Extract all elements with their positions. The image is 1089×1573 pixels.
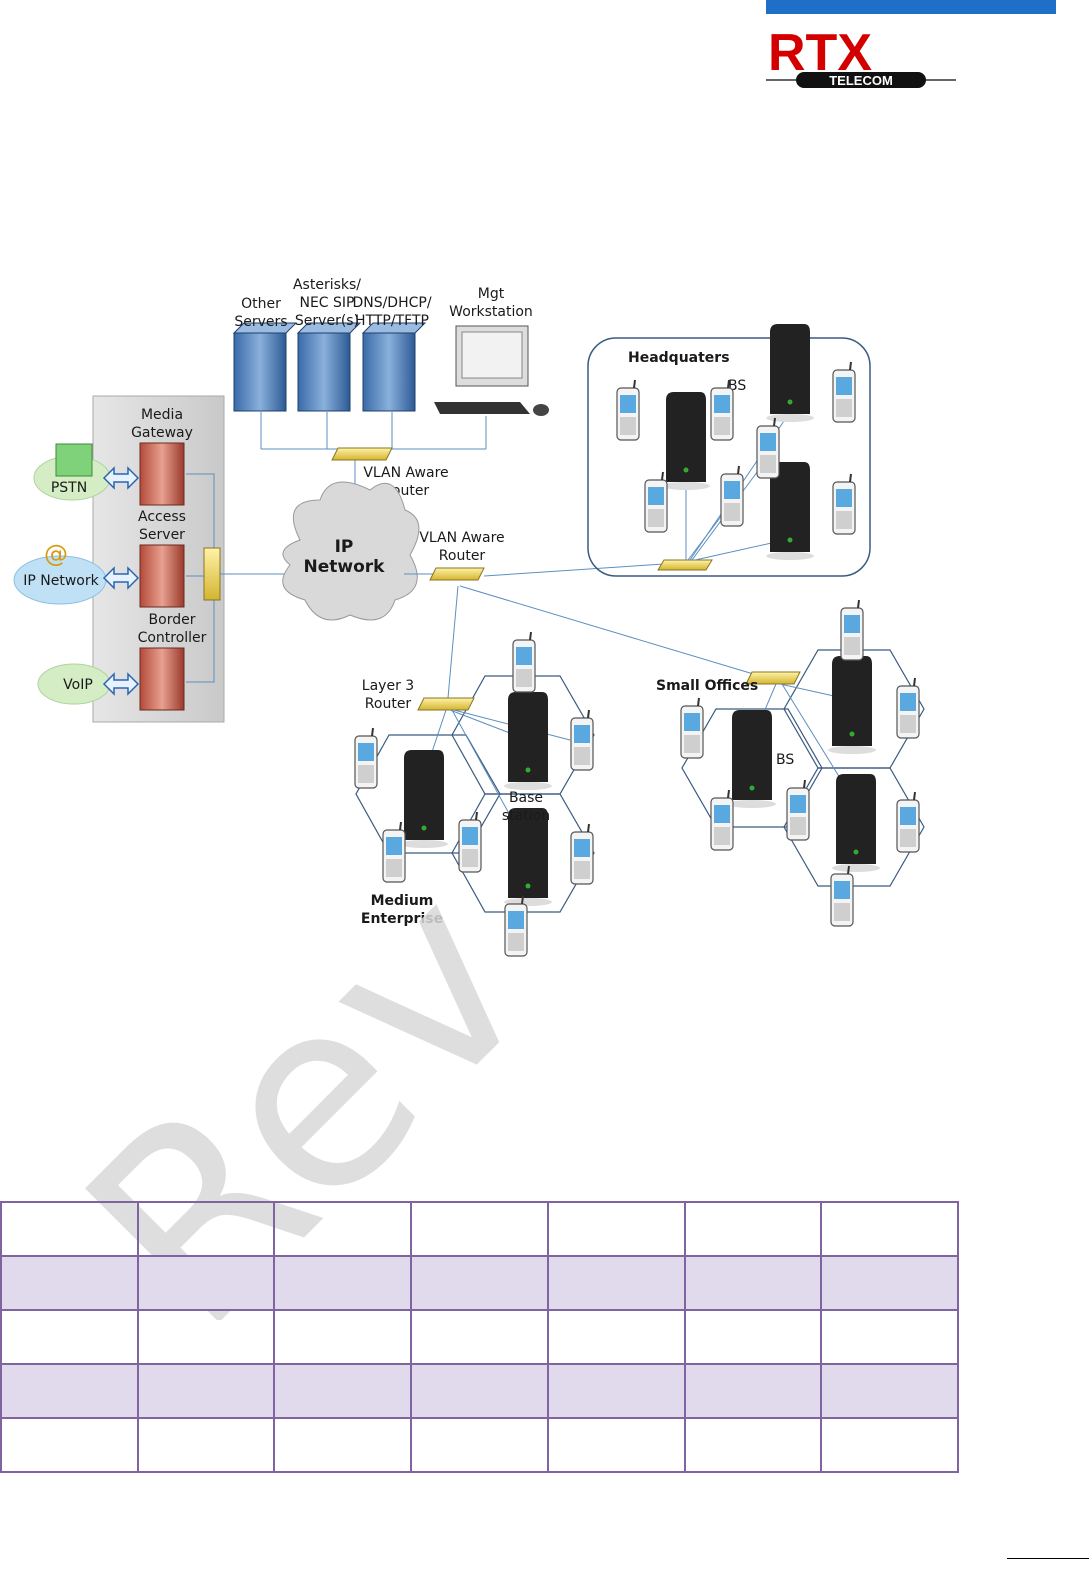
- svg-text:VoIP: VoIP: [63, 677, 93, 693]
- voip-cloud: VoIP: [37, 663, 140, 705]
- data-table: [0, 1201, 959, 1473]
- svg-text:Mgt: Mgt: [478, 286, 505, 302]
- svg-text:station: station: [502, 808, 550, 824]
- pstn-cloud: PSTN: [33, 443, 140, 501]
- svg-text:VLAN Aware: VLAN Aware: [419, 530, 504, 546]
- svg-text:DNS/DHCP/: DNS/DHCP/: [352, 295, 431, 311]
- table-row: [0, 1309, 959, 1365]
- svg-text:HTTP/TFTP: HTTP/TFTP: [355, 313, 429, 329]
- svg-text:Servers: Servers: [234, 314, 287, 330]
- gateway-panel: Media Gateway Access Server Border Contr…: [92, 395, 284, 723]
- table-row: [0, 1255, 959, 1311]
- network-diagram: Other Servers Asterisks/ NEC SIP Server(…: [13, 277, 925, 957]
- small-offices-devices: Small Offices BS: [656, 599, 920, 927]
- svg-text:Network: Network: [304, 557, 386, 577]
- headquarters-group: Headquaters BS: [587, 324, 871, 577]
- svg-text:Gateway: Gateway: [131, 425, 193, 441]
- table-row: [0, 1363, 959, 1419]
- table-row: [0, 1201, 959, 1257]
- svg-text:Media: Media: [141, 407, 183, 423]
- svg-text:Small Offices: Small Offices: [656, 678, 758, 694]
- vlan-router-mid: VLAN Aware Router: [404, 530, 761, 699]
- svg-text:IP: IP: [335, 537, 354, 557]
- svg-text:Access: Access: [138, 509, 186, 525]
- svg-text:TELECOM: TELECOM: [829, 73, 893, 88]
- mgt-workstation: Mgt Workstation: [434, 286, 549, 416]
- table-row: [0, 1417, 959, 1473]
- svg-text:Base: Base: [509, 790, 543, 806]
- svg-text:Server(s): Server(s): [295, 313, 359, 329]
- svg-text:Layer 3: Layer 3: [362, 678, 414, 694]
- svg-text:Router: Router: [439, 548, 486, 564]
- svg-text:Medium: Medium: [371, 893, 434, 909]
- svg-text:Workstation: Workstation: [449, 304, 533, 320]
- svg-text:Enterprise: Enterprise: [361, 911, 443, 927]
- svg-text:Router: Router: [365, 696, 412, 712]
- svg-text:Server: Server: [139, 527, 185, 543]
- svg-text:@: @: [44, 540, 68, 568]
- other-servers: Other Servers: [232, 296, 298, 412]
- ip-network-cloud: IP Network: [282, 481, 420, 621]
- svg-text:NEC SIP: NEC SIP: [299, 295, 354, 311]
- svg-text:Other: Other: [241, 296, 281, 312]
- svg-text:Headquaters: Headquaters: [628, 350, 730, 366]
- svg-text:Controller: Controller: [138, 630, 207, 646]
- asterisk-sip-servers: Asterisks/ NEC SIP Server(s): [293, 277, 361, 412]
- svg-text:BS: BS: [776, 752, 794, 768]
- svg-text:IP Network: IP Network: [23, 573, 99, 589]
- medium-enterprise-devices: Layer 3 Router Base station Medium Enter…: [354, 631, 594, 957]
- svg-text:Asterisks/: Asterisks/: [293, 277, 361, 293]
- vlan-router-top: VLAN Aware Router: [260, 412, 487, 499]
- rtx-telecom-logo: RTX TELECOM: [766, 0, 1056, 88]
- svg-text:PSTN: PSTN: [51, 480, 87, 496]
- ip-network-left-cloud: @ IP Network: [13, 540, 140, 605]
- svg-text:Border: Border: [149, 612, 196, 628]
- svg-text:VLAN Aware: VLAN Aware: [363, 465, 448, 481]
- dns-dhcp-servers: DNS/DHCP/ HTTP/TFTP: [352, 295, 432, 412]
- footer-rule: [1007, 1558, 1089, 1559]
